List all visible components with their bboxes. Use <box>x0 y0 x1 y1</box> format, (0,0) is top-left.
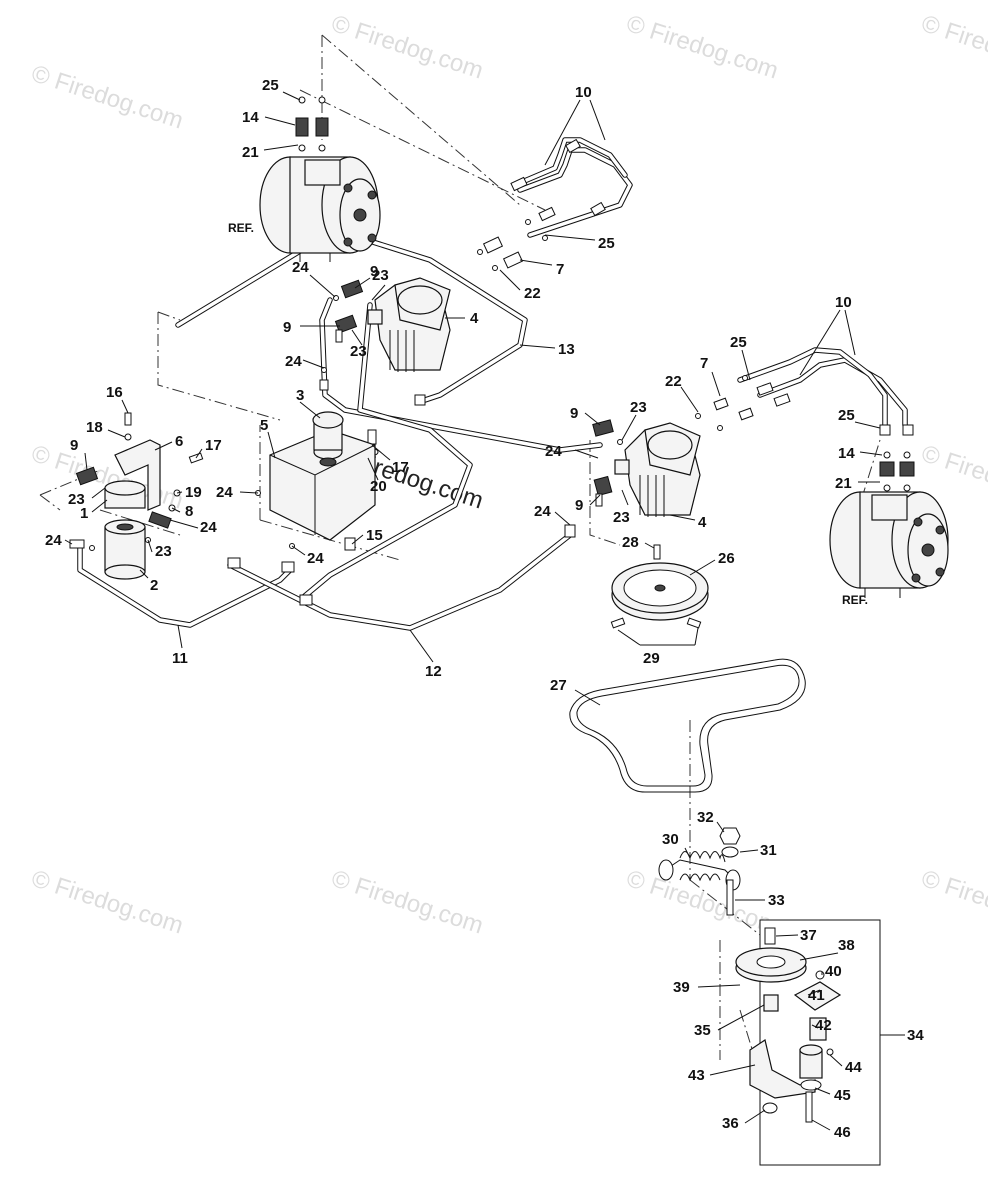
callout-24: 24 <box>216 484 233 501</box>
callout-42: 42 <box>815 1017 832 1034</box>
callout-23: 23 <box>372 267 389 284</box>
callout-26: 26 <box>718 550 735 567</box>
watermark-2: © Firedog.com <box>328 10 486 84</box>
watermark-4: © Firedog.com <box>918 10 988 84</box>
callout-32: 32 <box>697 809 714 826</box>
callout-21: 21 <box>835 475 852 492</box>
callout-41: 41 <box>808 987 825 1004</box>
callout-7: 7 <box>700 355 708 372</box>
ref-label-right: REF. <box>842 593 868 607</box>
callout-6: 6 <box>175 433 183 450</box>
callout-46: 46 <box>834 1124 851 1141</box>
callout-9: 9 <box>70 437 78 454</box>
callout-30: 30 <box>662 831 679 848</box>
wheel-motor-right <box>829 491 949 598</box>
watermark-7: © Firedog.com <box>28 865 186 939</box>
callout-24: 24 <box>285 353 302 370</box>
callout-9: 9 <box>370 263 378 280</box>
callout-23: 23 <box>630 399 647 416</box>
callout-29: 29 <box>643 650 660 667</box>
callout-24: 24 <box>200 519 217 536</box>
callout-44: 44 <box>845 1059 862 1076</box>
ref-label-left: REF. <box>228 221 254 235</box>
callout-18: 18 <box>86 419 103 436</box>
callout-23: 23 <box>155 543 172 560</box>
watermark-3: © Firedog.com <box>623 10 781 84</box>
callout-17: 17 <box>392 459 409 476</box>
idler-assembly <box>658 827 881 1166</box>
callout-9: 9 <box>575 497 583 514</box>
callout-1: 1 <box>80 505 88 522</box>
callout-35: 35 <box>694 1022 711 1039</box>
callout-25: 25 <box>262 77 279 94</box>
watermark-10: © Firedog.com <box>918 865 988 939</box>
drive-belt <box>569 658 806 793</box>
watermark-1: © Firedog.com <box>28 60 186 134</box>
callout-2: 2 <box>150 577 158 594</box>
callout-10: 10 <box>835 294 852 311</box>
callout-13: 13 <box>558 341 575 358</box>
callout-45: 45 <box>834 1087 851 1104</box>
callout-43: 43 <box>688 1067 705 1084</box>
hydraulic-pump-lower <box>614 422 701 517</box>
callout-4: 4 <box>470 310 479 327</box>
callout-24: 24 <box>534 503 551 520</box>
callout-34: 34 <box>907 1027 924 1044</box>
callout-21: 21 <box>242 144 259 161</box>
callout-28: 28 <box>622 534 639 551</box>
callout-40: 40 <box>825 963 842 980</box>
hydraulic-pump-upper <box>367 277 451 372</box>
callout-25: 25 <box>838 407 855 424</box>
callout-37: 37 <box>800 927 817 944</box>
callout-25: 25 <box>598 235 615 252</box>
callout-3: 3 <box>296 387 304 404</box>
callout-23: 23 <box>350 343 367 360</box>
callout-17: 17 <box>205 437 222 454</box>
callout-14: 14 <box>838 445 855 462</box>
callout-12: 12 <box>425 663 442 680</box>
callout-36: 36 <box>722 1115 739 1132</box>
callout-9: 9 <box>283 319 291 336</box>
callout-9: 9 <box>570 405 578 422</box>
callout-24: 24 <box>45 532 62 549</box>
hydraulic-reservoir <box>269 411 376 541</box>
callout-20: 20 <box>370 478 387 495</box>
callout-8: 8 <box>185 503 193 520</box>
callout-16: 16 <box>106 384 123 401</box>
callout-15: 15 <box>366 527 383 544</box>
callout-38: 38 <box>838 937 855 954</box>
callout-19: 19 <box>185 484 202 501</box>
filter-assembly <box>104 439 161 580</box>
callout-14: 14 <box>242 109 259 126</box>
callout-39: 39 <box>673 979 690 996</box>
callout-23: 23 <box>613 509 630 526</box>
callout-23: 23 <box>68 491 85 508</box>
callout-22: 22 <box>665 373 682 390</box>
callout-27: 27 <box>550 677 567 694</box>
center-lines <box>39 34 881 1150</box>
callout-25: 25 <box>730 334 747 351</box>
watermark-8: © Firedog.com <box>328 865 486 939</box>
callout-24: 24 <box>292 259 309 276</box>
callout-4: 4 <box>698 514 707 531</box>
callout-33: 33 <box>768 892 785 909</box>
callout-5: 5 <box>260 417 268 434</box>
callout-24: 24 <box>545 443 562 460</box>
callouts: 25 14 21 10 25 7 22 24 9 23 4 9 23 13 24… <box>45 77 924 1141</box>
callout-7: 7 <box>556 261 564 278</box>
pump-pulley <box>611 562 709 621</box>
wheel-motor-left <box>259 156 381 262</box>
callout-24: 24 <box>307 550 324 567</box>
callout-22: 22 <box>524 285 541 302</box>
hose-fittings <box>69 138 914 606</box>
callout-10: 10 <box>575 84 592 101</box>
callout-11: 11 <box>172 650 188 667</box>
small-parts <box>75 96 915 629</box>
callout-31: 31 <box>760 842 777 859</box>
leader-lines <box>64 91 905 1131</box>
hoses <box>77 137 908 631</box>
